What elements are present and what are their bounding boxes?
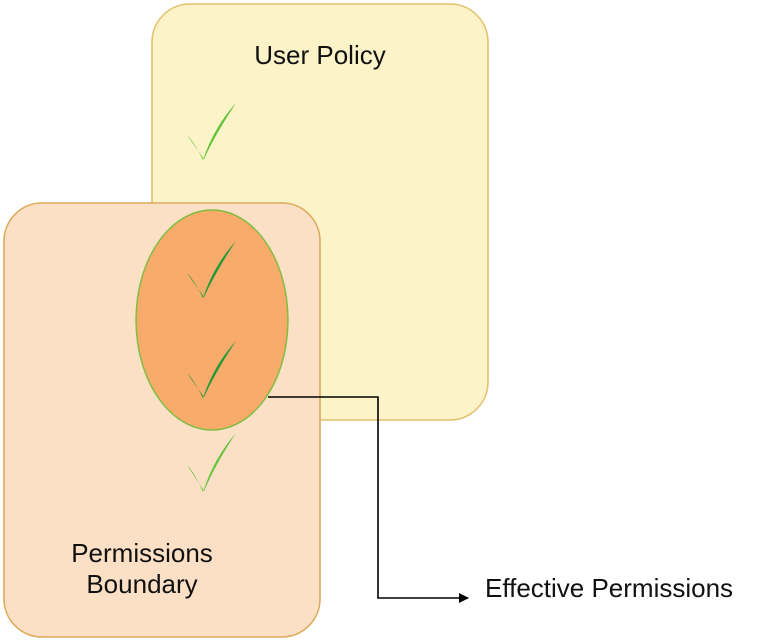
intersection-ellipse	[135, 209, 289, 431]
permissions-boundary-label: Permissions Boundary	[4, 538, 280, 600]
effective-permissions-label: Effective Permissions	[485, 573, 734, 603]
intersection-check-icon	[187, 241, 236, 298]
intersection-check-icon	[187, 341, 236, 398]
user-policy-label: User Policy	[254, 40, 386, 70]
permissions-boundary-check-icon	[187, 433, 236, 492]
permissions-boundary-label-line2: Boundary	[86, 569, 198, 599]
effective-permissions-connector	[268, 396, 469, 603]
user-policy-check-icon	[187, 103, 236, 160]
permissions-boundary-label-line1: Permissions	[71, 538, 213, 568]
